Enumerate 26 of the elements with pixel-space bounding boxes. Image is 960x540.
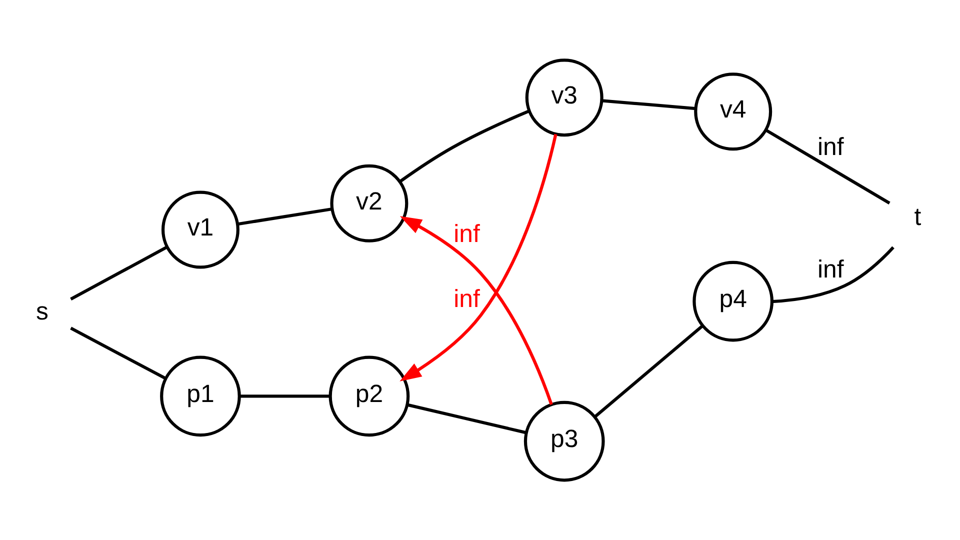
- connector: [594, 324, 704, 418]
- connector: [399, 110, 530, 183]
- connector: [765, 128, 890, 204]
- node-text: t: [914, 202, 922, 231]
- node-text: s: [36, 298, 48, 326]
- connector: [602, 99, 696, 110]
- connector: [406, 403, 527, 434]
- edge-label: inf: [818, 132, 844, 161]
- node-circle: v2: [330, 164, 408, 242]
- connector: [70, 326, 166, 380]
- node-circle: p1: [160, 356, 241, 437]
- arrow: [400, 134, 558, 382]
- edge-label: inf: [454, 285, 480, 314]
- node-circle: p3: [524, 400, 605, 482]
- edge-label: inf: [818, 256, 844, 284]
- node-circle: p4: [692, 260, 774, 342]
- edge-label: inf: [454, 220, 480, 248]
- connector: [772, 246, 894, 304]
- connector: [70, 246, 168, 301]
- node-circle: v3: [525, 58, 604, 137]
- connector: [239, 394, 331, 398]
- connector: [237, 207, 332, 226]
- node-circle: p2: [328, 356, 410, 437]
- arrow: [400, 216, 553, 405]
- node-circle: v1: [161, 190, 240, 269]
- node-circle: v4: [694, 72, 772, 151]
